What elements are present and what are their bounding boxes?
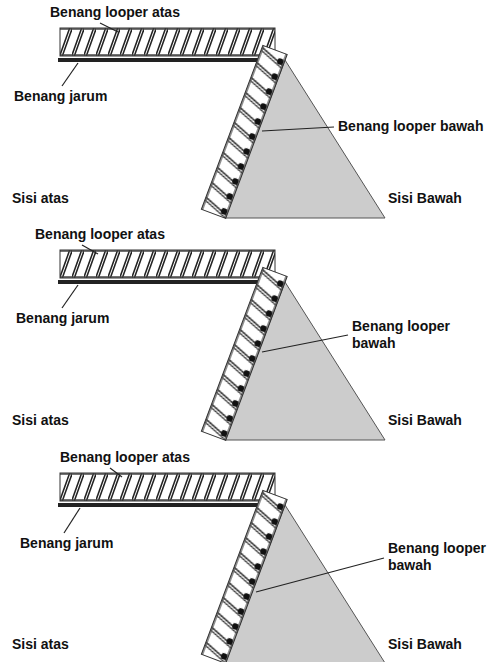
leader-line xyxy=(100,23,118,32)
thread-label: Benang jarum xyxy=(16,310,109,327)
thread-label: Benang looper atas xyxy=(50,4,180,21)
side-label: Sisi atas xyxy=(12,636,69,653)
leader-line xyxy=(256,558,384,592)
leader-line xyxy=(262,127,334,131)
thread-label: Benang looper bawah xyxy=(338,118,483,135)
side-label: Sisi Bawah xyxy=(388,190,462,207)
thread-label: Benang looper bawah xyxy=(352,318,452,352)
leader-line xyxy=(262,335,348,352)
thread-label: Benang looper atas xyxy=(60,449,190,466)
thread-label: Benang looper bawah xyxy=(388,540,488,574)
side-label: Sisi atas xyxy=(12,412,69,429)
leader-line xyxy=(110,468,122,477)
thread-label: Benang jarum xyxy=(20,535,113,552)
stitch-figure xyxy=(58,250,385,440)
leader-line xyxy=(62,63,78,86)
side-label: Sisi atas xyxy=(12,190,69,207)
side-label: Sisi Bawah xyxy=(388,636,462,653)
side-label: Sisi Bawah xyxy=(388,412,462,429)
leader-line xyxy=(64,508,80,533)
thread-label: Benang looper atas xyxy=(35,226,165,243)
thread-label: Benang jarum xyxy=(14,88,107,105)
stitch-figure xyxy=(58,473,385,662)
leader-line xyxy=(62,285,78,308)
stitch-figure xyxy=(58,28,385,218)
leader-line xyxy=(82,245,98,254)
